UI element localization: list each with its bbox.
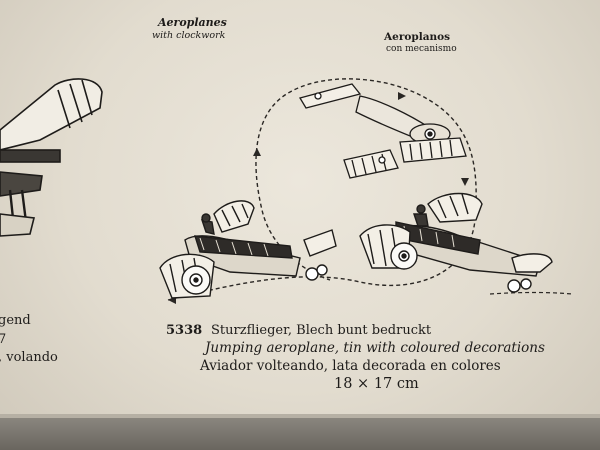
plane-bottom-left bbox=[159, 200, 337, 299]
arrow-right bbox=[461, 178, 469, 186]
loop-path bbox=[167, 78, 477, 301]
left-fragment-3: , volando bbox=[0, 350, 58, 365]
item-name-german: Sturzflieger, Blech bunt bedruckt bbox=[211, 323, 432, 338]
subheading-english: with clockwork bbox=[152, 30, 226, 41]
page-edge-shadow bbox=[0, 418, 600, 450]
left-fragment-1: gend bbox=[0, 313, 31, 328]
heading-english: Aeroplanes bbox=[158, 16, 227, 29]
left-biplane bbox=[0, 78, 103, 237]
arrow-left-up bbox=[253, 148, 261, 156]
ground-line-right bbox=[489, 291, 573, 295]
item-size: 18 × 17 cm bbox=[334, 376, 419, 392]
arrow-top bbox=[398, 92, 406, 100]
plane-bottom-right bbox=[359, 192, 553, 293]
heading-spanish: Aeroplanos bbox=[384, 31, 451, 43]
plane-top-inverted bbox=[298, 83, 467, 179]
item-name-spanish: Aviador volteando, lata decorada en colo… bbox=[200, 358, 501, 374]
subheading-spanish: con mecanismo bbox=[386, 44, 457, 54]
item-number: 5338 bbox=[166, 323, 203, 338]
page-edge-highlight bbox=[0, 414, 600, 418]
left-fragment-2: 7 bbox=[0, 332, 7, 347]
item-name-english: Jumping aeroplane, tin with coloured dec… bbox=[205, 340, 545, 356]
